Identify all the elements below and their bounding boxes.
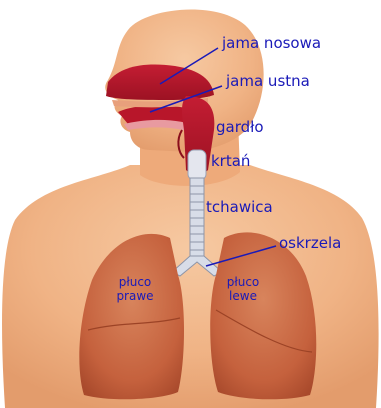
- label-pluco-lewe-line2: lewe: [218, 289, 268, 303]
- label-krtan: krtań: [211, 154, 250, 169]
- label-oskrzela: oskrzela: [279, 236, 341, 251]
- label-pluco-lewe-line1: płuco: [218, 275, 268, 289]
- larynx: [188, 150, 206, 180]
- label-tchawica: tchawica: [206, 200, 273, 215]
- label-gardlo: gardło: [216, 120, 264, 135]
- label-pluco-prawe-line1: płuco: [110, 275, 160, 289]
- label-jama-nosowa: jama nosowa: [222, 36, 321, 51]
- label-pluco-prawe-line2: prawe: [110, 289, 160, 303]
- label-pluco-lewe: płuco lewe: [218, 275, 268, 303]
- label-pluco-prawe: płuco prawe: [110, 275, 160, 303]
- label-jama-ustna: jama ustna: [226, 74, 310, 89]
- trachea: [190, 178, 204, 258]
